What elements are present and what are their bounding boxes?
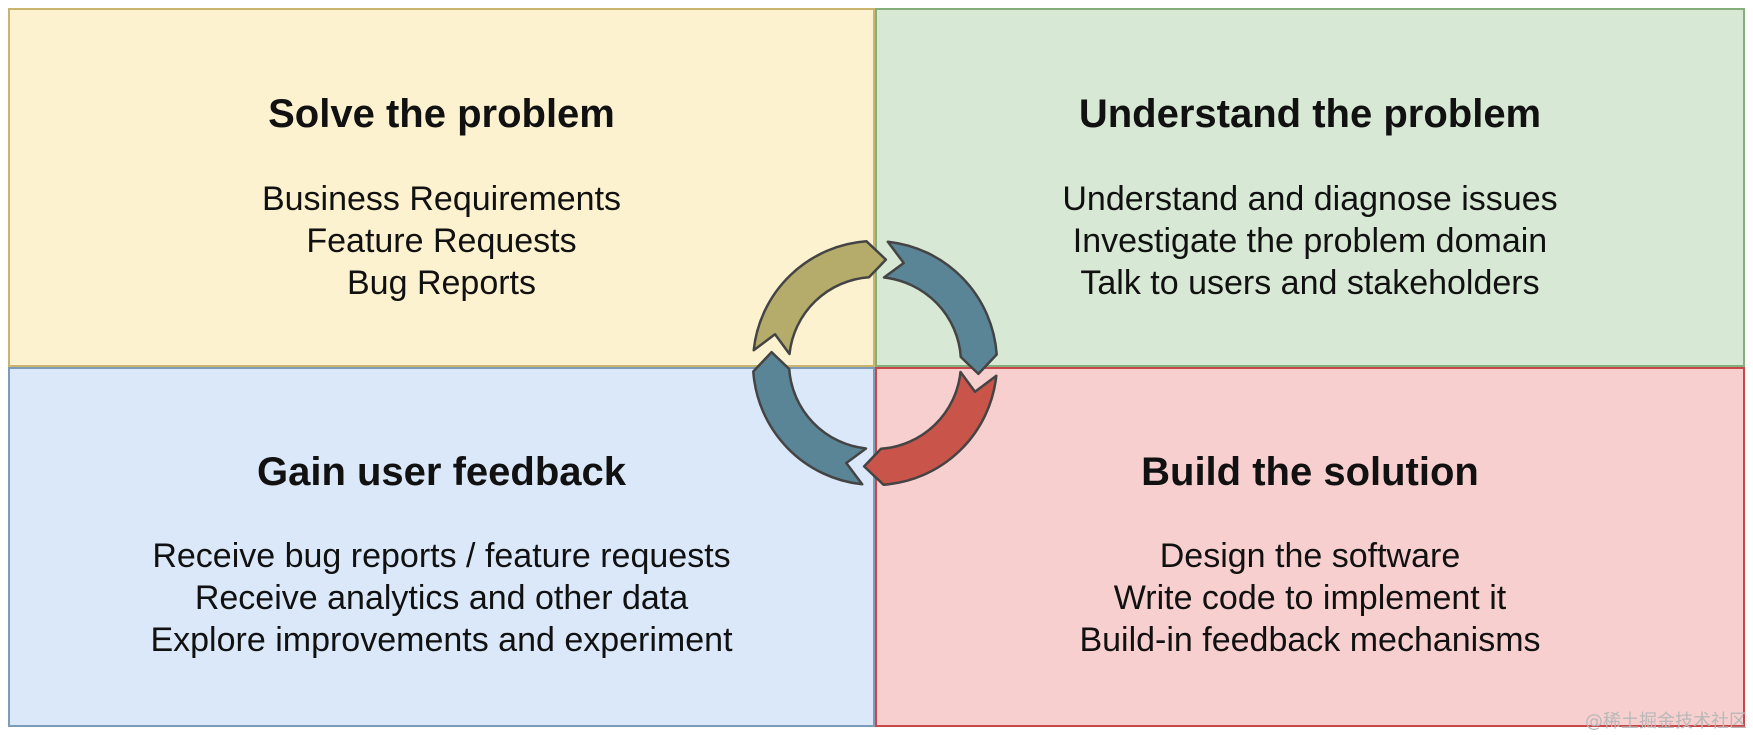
quadrant-gain-user-feedback: Gain user feedback Receive bug reports /… <box>8 367 875 727</box>
cycle-arrow-bottom-right-icon <box>862 370 998 486</box>
quadrant-item: Receive analytics and other data <box>194 579 689 617</box>
quadrant-solve-the-problem: Solve the problem Business Requirements … <box>8 8 875 367</box>
cycle-arrows-diagram <box>752 240 998 486</box>
cycle-arrow-top-left-icon <box>752 240 888 356</box>
quadrant-title: Build the solution <box>1141 450 1479 494</box>
quadrant-title: Understand the problem <box>1078 92 1542 136</box>
quadrant-items: Receive bug reports / feature requests R… <box>10 535 873 661</box>
quadrant-understand-the-problem: Understand the problem Understand and di… <box>875 8 1745 367</box>
quadrant-item: Feature Requests <box>306 222 577 260</box>
quadrant-item: Design the software <box>1159 537 1461 575</box>
quadrant-item: Understand and diagnose issues <box>1062 180 1558 218</box>
quadrant-item: Talk to users and stakeholders <box>1080 264 1540 302</box>
quadrant-title: Solve the problem <box>268 92 615 136</box>
quadrant-item: Receive bug reports / feature requests <box>152 537 731 575</box>
quadrant-item: Explore improvements and experiment <box>150 621 733 659</box>
quadrant-items: Design the software Write code to implem… <box>877 535 1743 661</box>
quadrant-title: Gain user feedback <box>256 450 627 494</box>
quadrant-item: Investigate the problem domain <box>1072 222 1548 260</box>
quadrant-item: Business Requirements <box>261 180 622 218</box>
cycle-arrow-bottom-left-icon <box>752 350 868 486</box>
quadrant-items: Business Requirements Feature Requests B… <box>10 178 873 304</box>
watermark: @稀土掘金技术社区 <box>1585 711 1747 732</box>
quadrant-item: Write code to implement it <box>1113 579 1507 617</box>
quadrant-build-the-solution: Build the solution Design the software W… <box>875 367 1745 727</box>
quadrant-item: Bug Reports <box>347 264 536 302</box>
quadrant-item: Build-in feedback mechanisms <box>1079 621 1541 659</box>
cycle-arrow-top-right-icon <box>882 240 998 376</box>
quadrant-items: Understand and diagnose issues Investiga… <box>877 178 1743 304</box>
